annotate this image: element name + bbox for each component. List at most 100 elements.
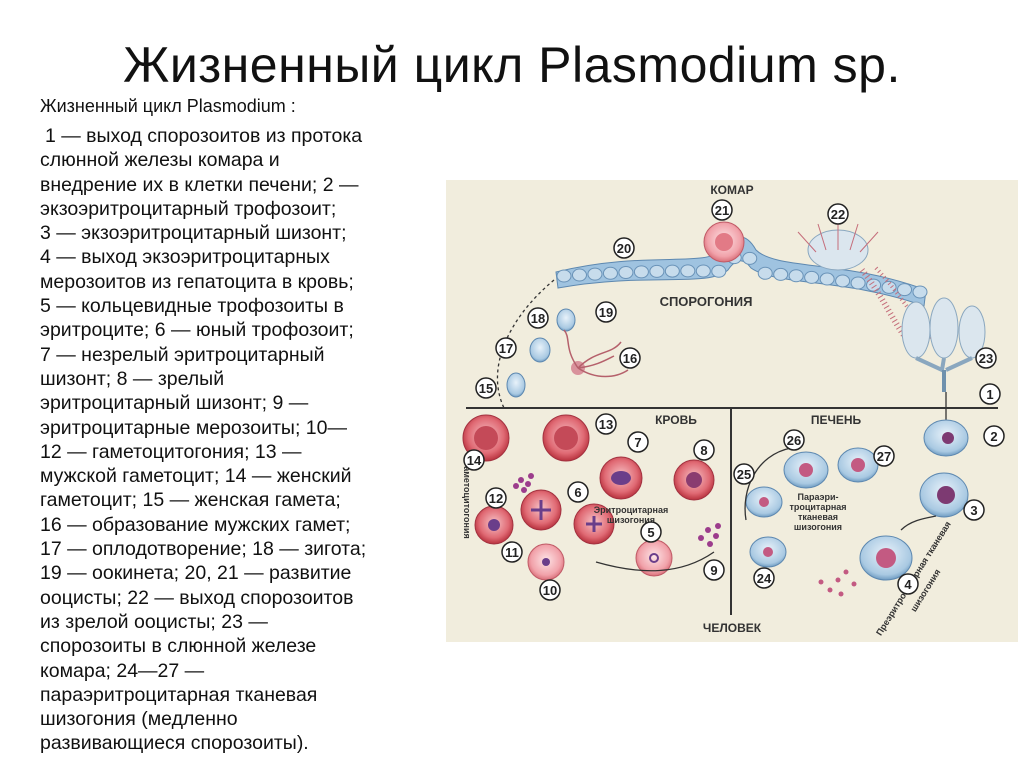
- stage-marker-label: 22: [831, 207, 845, 222]
- stage-marker-2: 2: [984, 426, 1004, 446]
- gut-cell: [650, 265, 664, 277]
- slide-title: Жизненный цикл Plasmodium sp.: [0, 36, 1024, 94]
- legend-line: экзоэритроцитарный трофозоит;: [40, 197, 432, 221]
- gut-cell: [758, 267, 772, 279]
- label-gametocytogony: Гаметоцитогония: [462, 461, 472, 539]
- stage-marker-label: 11: [505, 545, 519, 560]
- stage-marker-26: 26: [784, 430, 804, 450]
- legend-line: ооцисты; 22 — выход спорозоитов: [40, 586, 432, 610]
- stage-marker-label: 1: [986, 387, 993, 402]
- label-mosquito: КОМАР: [710, 183, 753, 197]
- gut-cell: [681, 265, 695, 277]
- gut-cell: [820, 273, 834, 285]
- stage-marker-21: 21: [712, 200, 732, 220]
- subtitle: Жизненный цикл Plasmodium :: [40, 96, 296, 117]
- legend-line: шизонт; 8 — зрелый: [40, 367, 432, 391]
- legend-line: из зрелой ооцисты; 23 —: [40, 610, 432, 634]
- gut-cell: [851, 277, 865, 289]
- gut-cell: [665, 265, 679, 277]
- legend-line: 5 — кольцевидные трофозоиты в: [40, 294, 432, 318]
- stage-marker-label: 16: [623, 351, 637, 366]
- gut-cell: [898, 284, 912, 296]
- life-cycle-diagram: КОМАР СПОРОГОНИЯ КРОВЬ ПЕЧЕНЬ ЧЕЛОВЕК Га…: [446, 180, 1018, 642]
- gut-cell: [913, 286, 927, 298]
- stage-marker-label: 20: [617, 241, 631, 256]
- legend-line: 1 — выход спорозоитов из протока: [40, 124, 432, 148]
- stage-marker-label: 14: [467, 453, 482, 468]
- gut-cell: [557, 270, 571, 282]
- legend-line: шизогония (медленно: [40, 707, 432, 731]
- stage-marker-13: 13: [596, 414, 616, 434]
- stage-marker-16: 16: [620, 348, 640, 368]
- ookinete-19: [557, 309, 575, 331]
- stage-marker-label: 17: [499, 341, 513, 356]
- stage-marker-27: 27: [874, 446, 894, 466]
- stage-marker-label: 12: [489, 491, 503, 506]
- legend-line: мерозоитов из гепатоцита в кровь;: [40, 270, 432, 294]
- label-erythro-schizogony-1: Эритроцитарная: [594, 505, 669, 515]
- legend-line: гаметоцит; 15 — женская гамета;: [40, 488, 432, 512]
- legend-line: 19 — оокинета; 20, 21 — развитие: [40, 561, 432, 585]
- gut-cell: [603, 267, 617, 279]
- stage-marker-4: 4: [898, 574, 918, 594]
- stage-marker-5: 5: [641, 522, 661, 542]
- gut-cell: [805, 271, 819, 283]
- stage-marker-label: 21: [715, 203, 729, 218]
- label-liver: ПЕЧЕНЬ: [811, 413, 862, 427]
- gut-cell: [634, 266, 648, 278]
- stage-marker-label: 27: [877, 449, 891, 464]
- legend-line: спорозоиты в слюнной железе: [40, 634, 432, 658]
- stage-marker-7: 7: [628, 432, 648, 452]
- stage-marker-label: 5: [647, 525, 654, 540]
- legend-line: 3 — экзоэритроцитарный шизонт;: [40, 221, 432, 245]
- female-gamete-15: [507, 373, 525, 397]
- gut-cell: [789, 270, 803, 282]
- label-sporogony: СПОРОГОНИЯ: [660, 294, 753, 309]
- stage-marker-label: 24: [757, 571, 772, 586]
- legend-line: 16 — образование мужских гамет;: [40, 513, 432, 537]
- gut-cell: [882, 281, 896, 293]
- stage-marker-label: 6: [574, 485, 581, 500]
- stage-marker-label: 7: [634, 435, 641, 450]
- stage-marker-1: 1: [980, 384, 1000, 404]
- legend-line: 12 — гаметоцитогония; 13 —: [40, 440, 432, 464]
- gut-cell: [712, 265, 726, 277]
- stage-marker-17: 17: [496, 338, 516, 358]
- stage-marker-label: 9: [710, 563, 717, 578]
- stage-marker-14: 14: [464, 450, 484, 470]
- legend-line: параэритроцитарная тканевая: [40, 683, 432, 707]
- gut-cell: [588, 268, 602, 280]
- stage-marker-label: 19: [599, 305, 613, 320]
- male-gametes-16: [564, 330, 628, 377]
- stage-marker-label: 3: [970, 503, 977, 518]
- stage-marker-6: 6: [568, 482, 588, 502]
- stage-marker-11: 11: [502, 542, 522, 562]
- stage-marker-10: 10: [540, 580, 560, 600]
- stage-marker-label: 15: [479, 381, 493, 396]
- stage-marker-label: 18: [531, 311, 545, 326]
- gut-cell: [743, 252, 757, 264]
- stage-marker-9: 9: [704, 560, 724, 580]
- stage-marker-12: 12: [486, 488, 506, 508]
- stage-marker-25: 25: [734, 464, 754, 484]
- gut-cell: [696, 265, 710, 277]
- stage-marker-label: 4: [904, 577, 912, 592]
- gut-cell: [836, 275, 850, 287]
- legend-line: эритроците; 6 — юный трофозоит;: [40, 318, 432, 342]
- stage-marker-label: 10: [543, 583, 557, 598]
- label-para-2: троцитарная: [789, 502, 846, 512]
- stage-marker-label: 23: [979, 351, 993, 366]
- legend-line: мужской гаметоцит; 14 — женский: [40, 464, 432, 488]
- stage-marker-20: 20: [614, 238, 634, 258]
- stage-marker-15: 15: [476, 378, 496, 398]
- oocyst-21-core: [715, 233, 733, 251]
- stage-marker-8: 8: [694, 440, 714, 460]
- stage-marker-label: 26: [787, 433, 801, 448]
- label-para-1: Параэри-: [798, 492, 839, 502]
- label-human: ЧЕЛОВЕК: [703, 621, 762, 635]
- stage-marker-23: 23: [976, 348, 996, 368]
- label-para-3: тканевая: [798, 512, 838, 522]
- label-blood: КРОВЬ: [655, 413, 697, 427]
- stage-marker-24: 24: [754, 568, 774, 588]
- gut-cell: [619, 267, 633, 279]
